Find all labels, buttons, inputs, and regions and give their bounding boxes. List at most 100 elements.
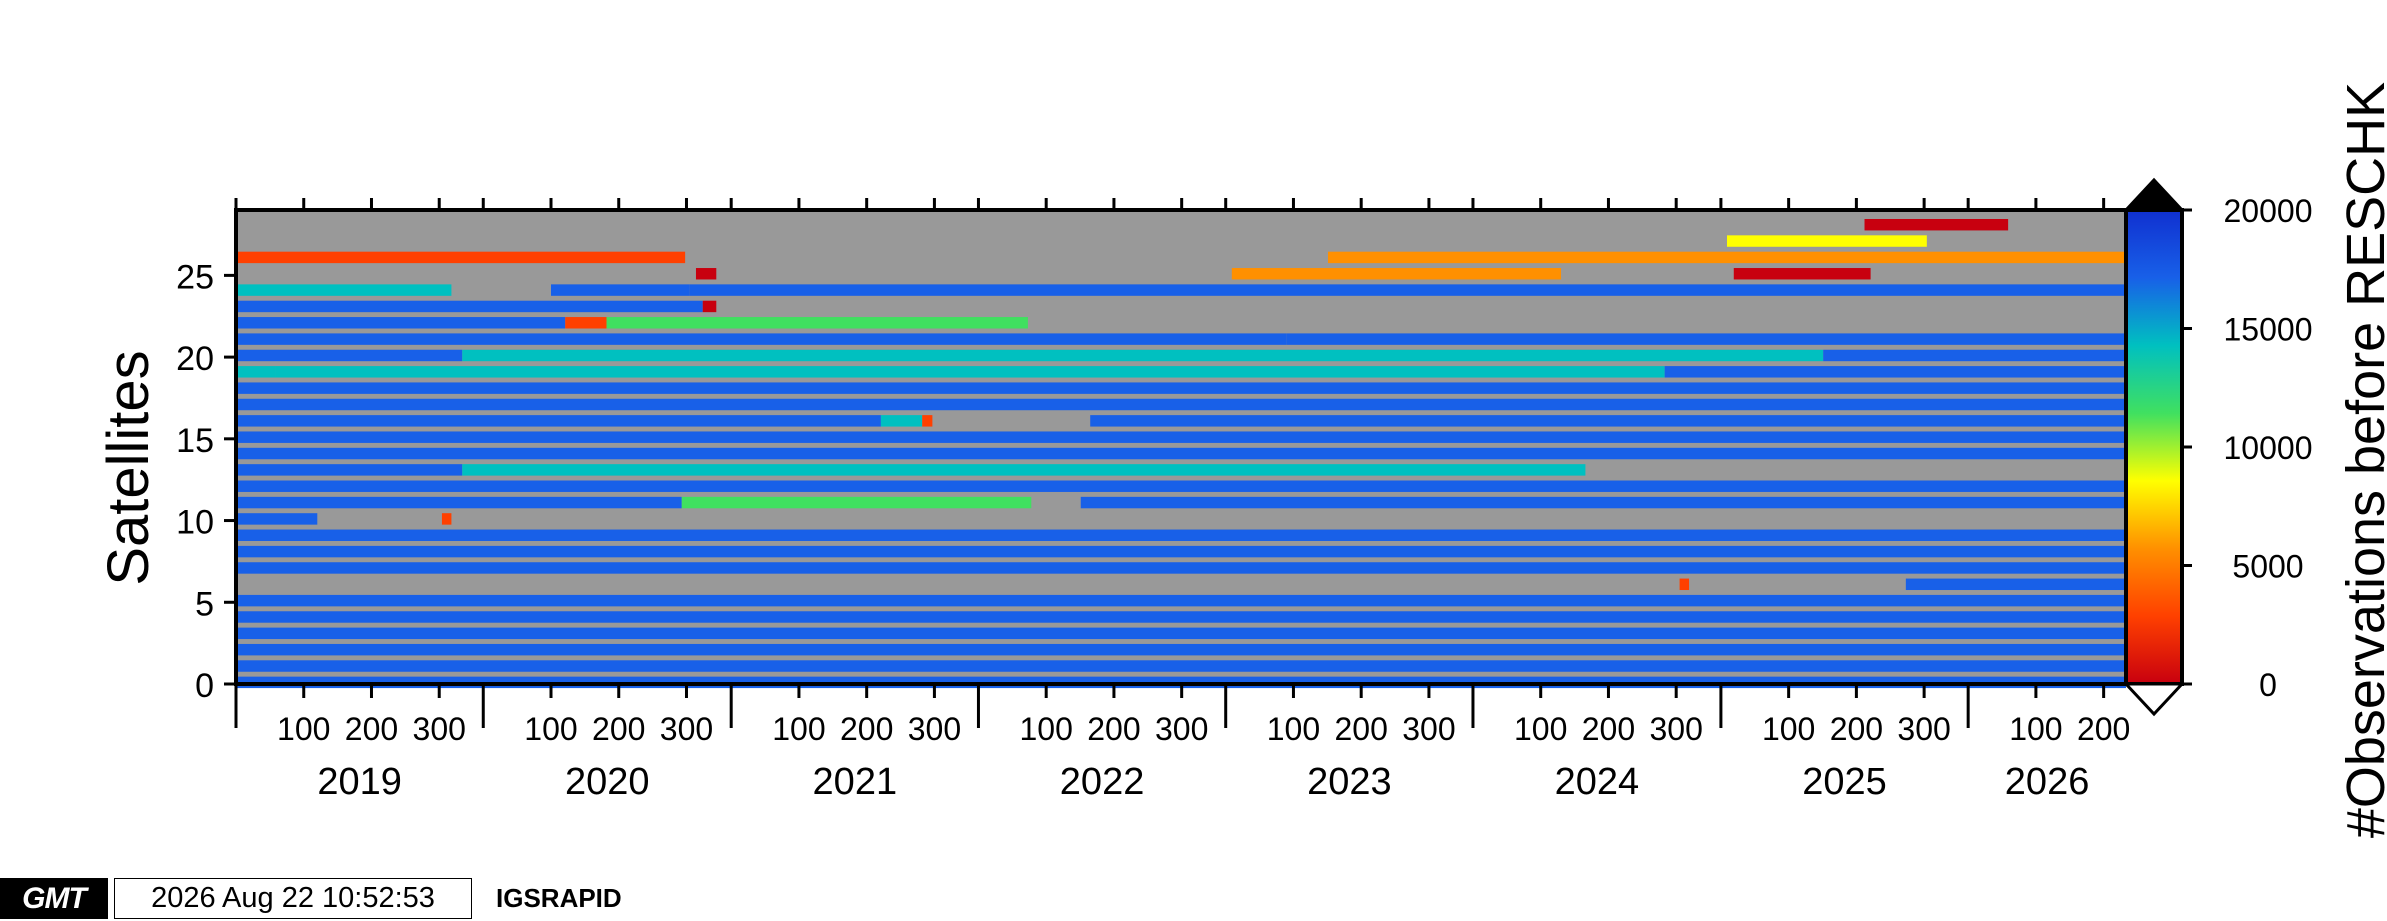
colorbar-tick-label: 10000 bbox=[2224, 430, 2313, 466]
y-tick-label: 5 bbox=[195, 585, 214, 623]
day-tick-label: 300 bbox=[1649, 711, 1702, 747]
satellite-bar-segment bbox=[236, 398, 2126, 411]
y-tick-label: 20 bbox=[176, 340, 214, 378]
satellite-bar-segment bbox=[1286, 333, 2126, 345]
satellite-bar-segment bbox=[236, 464, 463, 476]
day-tick-label: 200 bbox=[592, 711, 645, 747]
satellite-bar-segment bbox=[1080, 496, 2126, 509]
day-tick-label: 100 bbox=[772, 711, 825, 747]
satellite-bar-segment bbox=[236, 529, 2126, 541]
satellite-bar-segment bbox=[880, 415, 923, 427]
day-tick-label: 300 bbox=[1897, 711, 1950, 747]
y-tick-label: 25 bbox=[176, 258, 214, 296]
day-tick-label: 100 bbox=[1762, 711, 1815, 747]
satellite-bar-segment bbox=[441, 513, 452, 525]
colorbar: 0 5000 10000 15000 20000 bbox=[2122, 177, 2313, 717]
day-tick-label: 300 bbox=[1155, 711, 1208, 747]
satellite-bar-segment bbox=[236, 611, 2126, 623]
satellite-bar-segment bbox=[551, 284, 690, 296]
satellite-bar-segment bbox=[236, 447, 2126, 460]
satellite-bar-segment bbox=[236, 251, 686, 264]
y-tick-label: 15 bbox=[176, 422, 214, 460]
colorbar-tick-label: 0 bbox=[2259, 667, 2277, 703]
day-tick-label: 200 bbox=[840, 711, 893, 747]
satellite-bar-segment bbox=[236, 660, 2126, 672]
satellite-bar-segment bbox=[1664, 366, 2126, 378]
satellite-bar-segment bbox=[681, 496, 1032, 509]
satellite-bar-segment bbox=[236, 382, 2126, 394]
day-tick-label: 200 bbox=[1087, 711, 1140, 747]
satellite-bar-segment bbox=[1328, 251, 2126, 264]
day-tick-label: 100 bbox=[1267, 711, 1320, 747]
satellite-bar-segment bbox=[1864, 218, 2009, 231]
day-tick-label: 200 bbox=[2077, 711, 2130, 747]
day-tick-label: 300 bbox=[660, 711, 713, 747]
year-label: 2024 bbox=[1555, 761, 1640, 803]
satellite-bar-segment bbox=[1727, 235, 1927, 247]
data-source-label: IGSRAPID bbox=[496, 883, 622, 913]
satellite-bar-segment bbox=[236, 627, 2126, 640]
satellite-bar-segment bbox=[565, 317, 607, 329]
y-tick-label: 0 bbox=[195, 667, 214, 705]
colorbar-tick-label: 5000 bbox=[2232, 549, 2303, 585]
satellite-bar-segment bbox=[1231, 268, 1562, 280]
day-tick-label: 100 bbox=[277, 711, 330, 747]
colorbar-tick-label: 15000 bbox=[2224, 312, 2313, 348]
satellite-bar-segment bbox=[236, 333, 1287, 345]
colorbar-tick-label: 20000 bbox=[2224, 193, 2313, 229]
satellite-bar-segment bbox=[236, 643, 2126, 656]
satellite-bar-segment bbox=[236, 480, 2126, 492]
day-tick-label: 300 bbox=[413, 711, 466, 747]
satellite-bar-segment bbox=[236, 496, 682, 509]
satellite-bar-segment bbox=[236, 562, 2126, 574]
timestamp: 2026 Aug 22 10:52:53 bbox=[114, 878, 472, 919]
year-label: 2023 bbox=[1307, 761, 1392, 803]
year-label: 2026 bbox=[2005, 761, 2090, 803]
day-tick-label: 200 bbox=[345, 711, 398, 747]
y-axis-label: Satellites bbox=[96, 350, 161, 585]
gmt-logo: GMT bbox=[0, 878, 108, 919]
y-tick-label: 10 bbox=[176, 504, 214, 542]
satellite-bar-segment bbox=[689, 284, 2126, 296]
colorbar-min-arrow bbox=[2122, 682, 2186, 717]
satellite-bar-segment bbox=[236, 300, 703, 313]
satellite-bar-segment bbox=[236, 317, 566, 329]
satellite-bar-segment bbox=[922, 415, 933, 427]
satellite-bar-segment bbox=[695, 268, 717, 280]
satellite-bar-segment bbox=[1905, 578, 2126, 591]
satellite-bar-segment bbox=[1090, 415, 2126, 427]
day-tick-label: 100 bbox=[524, 711, 577, 747]
satellite-bar-segment bbox=[702, 300, 717, 313]
day-tick-label: 100 bbox=[1514, 711, 1567, 747]
year-label: 2019 bbox=[317, 761, 402, 803]
satellite-bars bbox=[236, 218, 2126, 689]
day-tick-label: 200 bbox=[1334, 711, 1387, 747]
satellite-bar-segment bbox=[236, 284, 452, 296]
day-tick-label: 100 bbox=[2009, 711, 2062, 747]
satellite-bar-segment bbox=[236, 513, 318, 525]
satellite-bar-segment bbox=[236, 349, 463, 362]
year-label: 2022 bbox=[1060, 761, 1145, 803]
day-tick-label: 200 bbox=[1830, 711, 1883, 747]
day-tick-label: 300 bbox=[908, 711, 961, 747]
satellite-bar-segment bbox=[236, 594, 2126, 607]
day-tick-label: 100 bbox=[1019, 711, 1072, 747]
satellite-bar-segment bbox=[236, 415, 881, 427]
satellite-bar-segment bbox=[236, 366, 276, 378]
colorbar-scale bbox=[2124, 208, 2184, 686]
satellite-bar-segment bbox=[606, 317, 1028, 329]
year-label: 2025 bbox=[1802, 761, 1887, 803]
satellite-bar-segment bbox=[1823, 349, 2126, 362]
satellite-bar-segment bbox=[1733, 268, 1871, 280]
satellite-bar-segment bbox=[236, 431, 2126, 443]
day-tick-label: 200 bbox=[1582, 711, 1635, 747]
year-label: 2021 bbox=[813, 761, 898, 803]
colorbar-max-arrow bbox=[2122, 177, 2186, 212]
satellite-bar-segment bbox=[275, 366, 1665, 378]
year-label: 2020 bbox=[565, 761, 650, 803]
colorbar-label: #Observations before RESCHK bbox=[2336, 82, 2387, 838]
day-tick-label: 300 bbox=[1402, 711, 1455, 747]
satellite-bar-segment bbox=[462, 464, 1586, 476]
